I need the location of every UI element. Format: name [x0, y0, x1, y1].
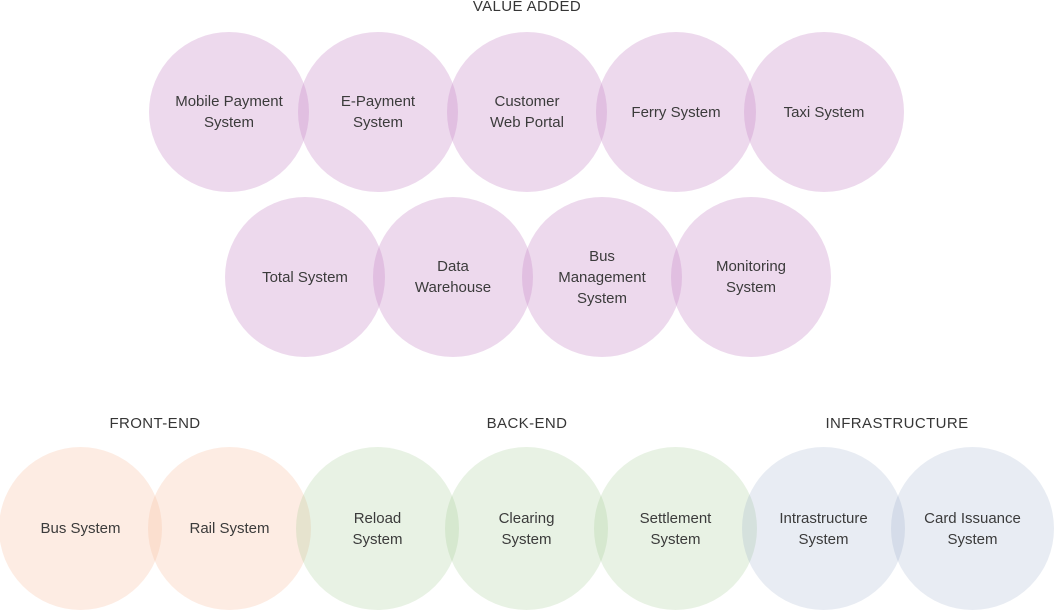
- bubble-label: Bus Management System: [558, 247, 646, 307]
- bubble-customer-web-portal: Customer Web Portal: [447, 32, 607, 192]
- bubble-settlement-system: Settlement System: [594, 447, 757, 610]
- bubble-label: Settlement System: [639, 509, 712, 548]
- bubble-clearing-system: Clearing System: [445, 447, 608, 610]
- bubble-card-issuance-system: Card Issuance System: [891, 447, 1054, 610]
- bubble-label: Bus System: [40, 520, 121, 537]
- bubble-label: Ferry System: [631, 103, 721, 121]
- bubble-rail-system: Rail System: [148, 447, 311, 610]
- bubble-label: Mobile Payment System: [175, 93, 283, 131]
- bubble-data-warehouse: Data Warehouse: [373, 197, 533, 357]
- bubble-bus-system: Bus System: [0, 447, 162, 610]
- bubble-taxi-system: Taxi System: [744, 32, 904, 192]
- bubble-label: Rail System: [189, 520, 270, 537]
- bubble-e-payment-system: E-Payment System: [298, 32, 458, 192]
- bubble-label: Taxi System: [783, 103, 865, 121]
- bubble-mobile-payment-system: Mobile Payment System: [149, 32, 309, 192]
- bubble-label: Intrastructure System: [779, 509, 868, 548]
- bubble-bus-management-system: Bus Management System: [522, 197, 682, 357]
- bubble-label: Reload System: [352, 509, 403, 548]
- bubble-ferry-system: Ferry System: [596, 32, 756, 192]
- bubble-monitoring-system: Monitoring System: [671, 197, 831, 357]
- section-title-back-end: BACK-END: [486, 415, 568, 432]
- bubble-label: Clearing System: [498, 509, 555, 548]
- bubble-intrastructure-system: Intrastructure System: [742, 447, 905, 610]
- bubble-label: Data Warehouse: [414, 258, 492, 296]
- bubble-label: E-Payment System: [340, 93, 416, 131]
- bubble-label: Monitoring System: [715, 258, 787, 296]
- section-title-value-added: VALUE ADDED: [472, 0, 582, 15]
- bubble-total-system: Total System: [225, 197, 385, 357]
- bubble-reload-system: Reload System: [296, 447, 459, 610]
- bubble-label: Customer Web Portal: [490, 93, 564, 131]
- bubble-label: Total System: [262, 268, 348, 286]
- section-title-infrastructure: INFRASTRUCTURE: [825, 415, 969, 432]
- section-title-front-end: FRONT-END: [109, 415, 201, 432]
- bubble-label: Card Issuance System: [924, 509, 1021, 548]
